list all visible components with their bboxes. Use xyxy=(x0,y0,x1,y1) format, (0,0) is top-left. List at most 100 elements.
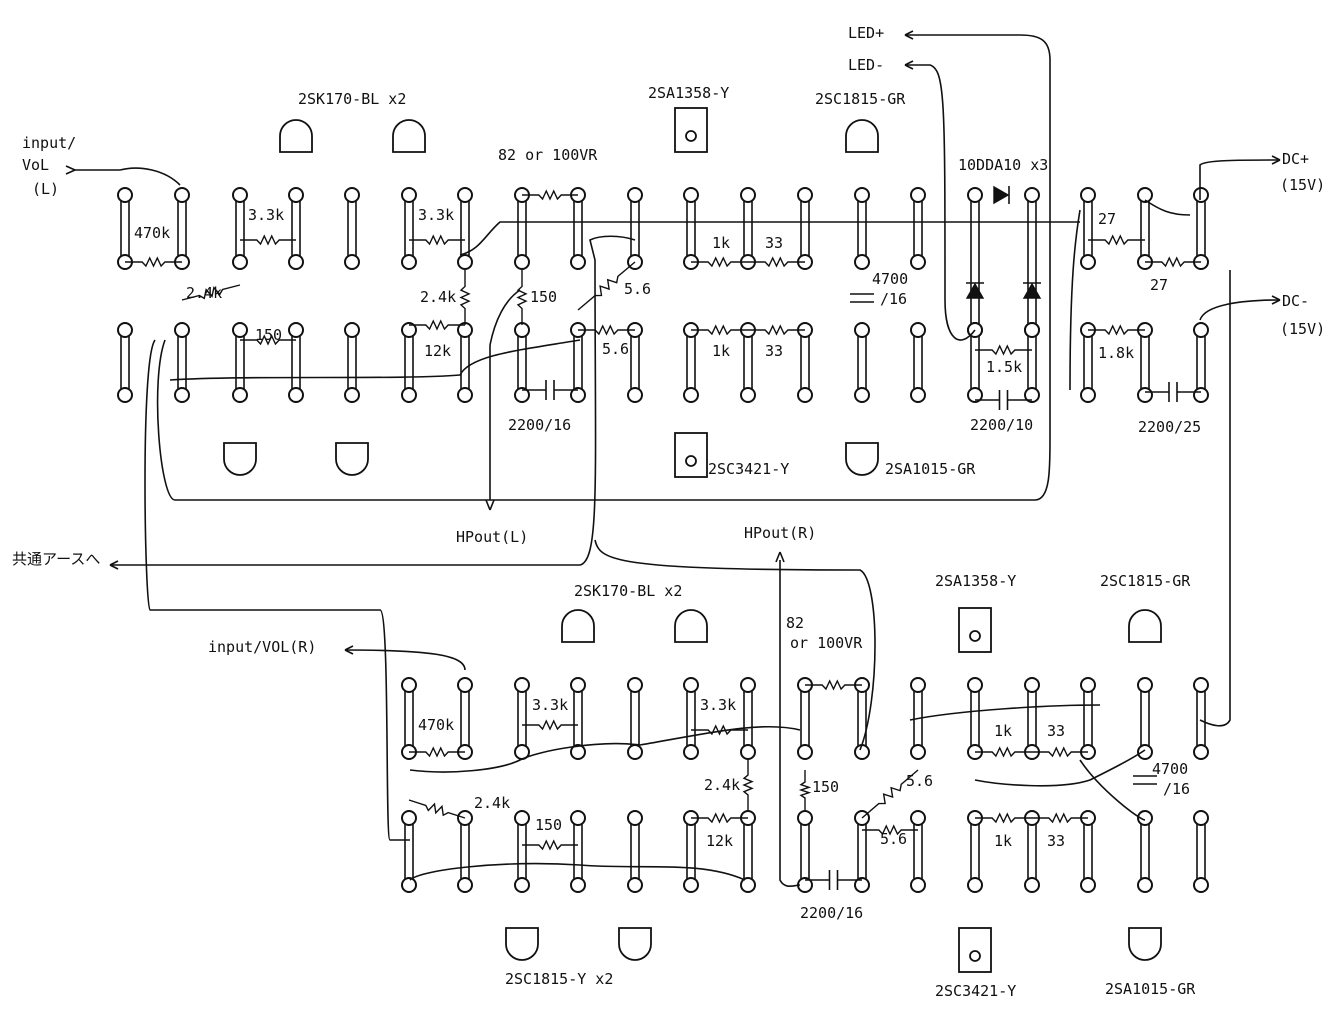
strip-pad xyxy=(1024,877,1040,893)
dc-plus-voltage-label: (15V) xyxy=(1280,176,1325,194)
strip-pad xyxy=(627,877,643,893)
strip-bar xyxy=(404,194,414,263)
strip-pad xyxy=(1193,877,1209,893)
strip-pad xyxy=(910,677,926,693)
resistor xyxy=(742,760,754,810)
strip-pad xyxy=(117,387,133,403)
strip-pad xyxy=(910,387,926,403)
strip-bar xyxy=(800,817,810,886)
strip-bar xyxy=(970,684,980,753)
resistors xyxy=(125,189,1201,851)
strip-bar xyxy=(235,194,245,263)
strip-pad xyxy=(288,387,304,403)
dc-plus-arrow xyxy=(1271,155,1281,165)
right-r150b-label: 150 xyxy=(535,816,562,834)
strip-bar xyxy=(686,684,696,753)
strip-pad xyxy=(1137,677,1153,693)
strip-pad xyxy=(1024,187,1040,203)
strip-pad xyxy=(344,387,360,403)
right-r2k4a-label: 2.4k xyxy=(474,794,510,812)
strip-bar xyxy=(857,329,867,396)
strip-pad xyxy=(1193,187,1209,203)
strip-bar xyxy=(800,684,810,753)
right-r150a-label: 150 xyxy=(812,778,839,796)
resistor xyxy=(409,746,465,758)
resistor xyxy=(409,234,465,246)
strip-bar xyxy=(517,817,527,886)
strip-pad xyxy=(854,744,870,760)
strip-pad xyxy=(1137,387,1153,403)
strip-bar xyxy=(573,684,583,753)
strip-bar xyxy=(1027,194,1037,331)
strip-pad xyxy=(288,254,304,270)
left-r33a-label: 33 xyxy=(765,234,783,252)
resistor xyxy=(577,261,636,311)
led-minus-label: LED- xyxy=(848,56,884,74)
strip-pad xyxy=(514,254,530,270)
strip-pad xyxy=(174,187,190,203)
resistor xyxy=(125,256,182,268)
strip-bar xyxy=(1196,329,1206,396)
right-r12k-label: 12k xyxy=(706,832,733,850)
strip-pad xyxy=(1137,810,1153,826)
strip-pad xyxy=(1024,322,1040,338)
strip-bar xyxy=(517,329,527,396)
strip-pad xyxy=(1137,744,1153,760)
left-r33b-label: 33 xyxy=(765,342,783,360)
led-minus-arrow xyxy=(904,60,914,70)
strip-pad xyxy=(740,877,756,893)
right-output-npn-label: 2SC3421-Y xyxy=(935,982,1016,1000)
strip-pad xyxy=(1080,877,1096,893)
diode-label: 10DDA10 x3 xyxy=(958,156,1048,174)
strip-pad xyxy=(174,387,190,403)
strip-pad xyxy=(232,254,248,270)
right-hp-out-label: HPout(R) xyxy=(744,524,816,542)
strip-pad xyxy=(457,677,473,693)
strip-pad xyxy=(457,877,473,893)
strip-pad xyxy=(1193,810,1209,826)
strip-bar xyxy=(857,684,867,753)
strip-bar xyxy=(1083,817,1093,886)
left-input-label-3: (L) xyxy=(32,180,59,198)
strip-pad xyxy=(457,387,473,403)
left-output-pnp-label: 2SA1015-GR xyxy=(885,460,976,478)
strip-pad xyxy=(910,744,926,760)
left-hp-out-arrow xyxy=(485,499,495,511)
strip-pad xyxy=(967,877,983,893)
left-r150a-label: 150 xyxy=(530,288,557,306)
right-vr-label-2: or 100VR xyxy=(790,634,863,652)
left-npn-driver-label: 2SC1815-GR xyxy=(815,90,906,108)
strip-pad xyxy=(1024,387,1040,403)
resistor xyxy=(691,812,748,824)
to92-transistor xyxy=(845,442,879,476)
strip-pad xyxy=(457,187,473,203)
strip-bar xyxy=(573,194,583,263)
strip-pad xyxy=(854,387,870,403)
strip-bar xyxy=(120,194,130,263)
left-pnp-driver-label: 2SA1358-Y xyxy=(648,84,729,102)
strip-bar xyxy=(743,817,753,886)
strip-pad xyxy=(288,322,304,338)
strip-bar xyxy=(460,817,470,886)
to92-transistor xyxy=(223,442,257,476)
strip-bar xyxy=(1196,194,1206,263)
strip-pad xyxy=(967,387,983,403)
strip-bar xyxy=(1140,194,1150,263)
resistor xyxy=(1032,746,1088,758)
strip-pad xyxy=(740,387,756,403)
left-vr-label: 82 or 100VR xyxy=(498,146,598,164)
right-vr-label-1: 82 xyxy=(786,614,804,632)
strip-pad xyxy=(797,187,813,203)
strip-pad xyxy=(627,744,643,760)
to92-transistor xyxy=(1128,927,1162,961)
right-c4700v-label: /16 xyxy=(1163,780,1190,798)
right-input-arrow xyxy=(344,645,354,655)
right-r3k3a-label: 3.3k xyxy=(532,696,568,714)
resistor xyxy=(578,324,635,336)
diodes xyxy=(965,185,1042,299)
left-input-label-1: input/ xyxy=(22,134,76,152)
strip-bar xyxy=(177,329,187,396)
diode xyxy=(1022,282,1042,299)
strip-pad xyxy=(1137,187,1153,203)
strip-pad xyxy=(797,744,813,760)
